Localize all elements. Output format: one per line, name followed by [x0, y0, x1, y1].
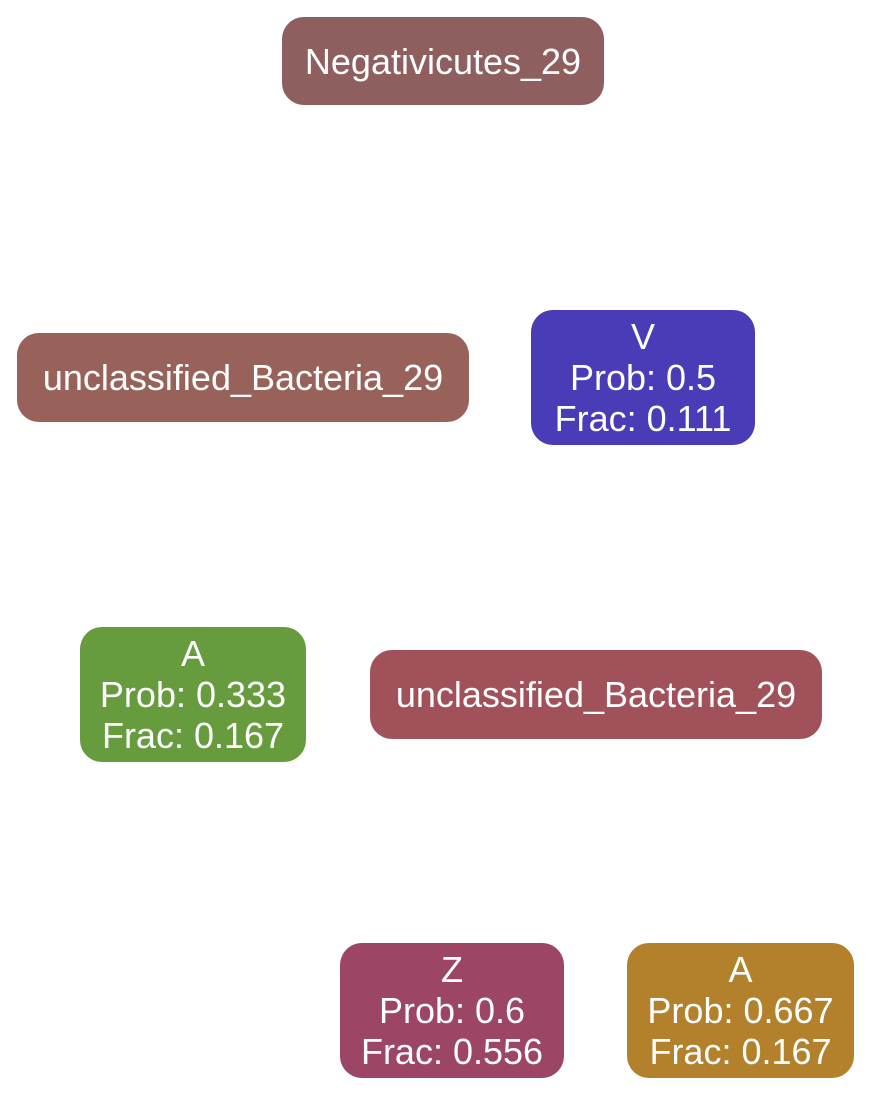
node-a-right: A Prob: 0.667 Frac: 0.167 — [627, 943, 854, 1078]
node-label: A — [180, 633, 205, 674]
node-frac: Frac: 0.111 — [554, 398, 732, 439]
node-label: unclassified_Bacteria_29 — [42, 357, 444, 398]
node-label: V — [630, 316, 655, 357]
node-unclassified-bacteria-29-lower: unclassified_Bacteria_29 — [370, 650, 822, 739]
node-frac: Frac: 0.556 — [360, 1031, 544, 1072]
node-prob: Prob: 0.5 — [569, 357, 717, 398]
node-label: Z — [441, 949, 463, 990]
node-label: A — [728, 949, 753, 990]
node-v: V Prob: 0.5 Frac: 0.111 — [531, 310, 755, 445]
node-frac: Frac: 0.167 — [649, 1031, 832, 1072]
node-label: Negativicutes_29 — [304, 40, 582, 82]
node-label: unclassified_Bacteria_29 — [395, 674, 797, 715]
node-prob: Prob: 0.667 — [647, 990, 834, 1031]
node-prob: Prob: 0.333 — [99, 674, 287, 715]
node-z: Z Prob: 0.6 Frac: 0.556 — [340, 943, 564, 1078]
node-frac: Frac: 0.167 — [101, 715, 285, 756]
node-unclassified-bacteria-29-upper: unclassified_Bacteria_29 — [17, 333, 469, 422]
node-negativicutes-29: Negativicutes_29 — [282, 17, 604, 105]
node-a-left: A Prob: 0.333 Frac: 0.167 — [80, 627, 306, 762]
node-prob: Prob: 0.6 — [378, 990, 526, 1031]
